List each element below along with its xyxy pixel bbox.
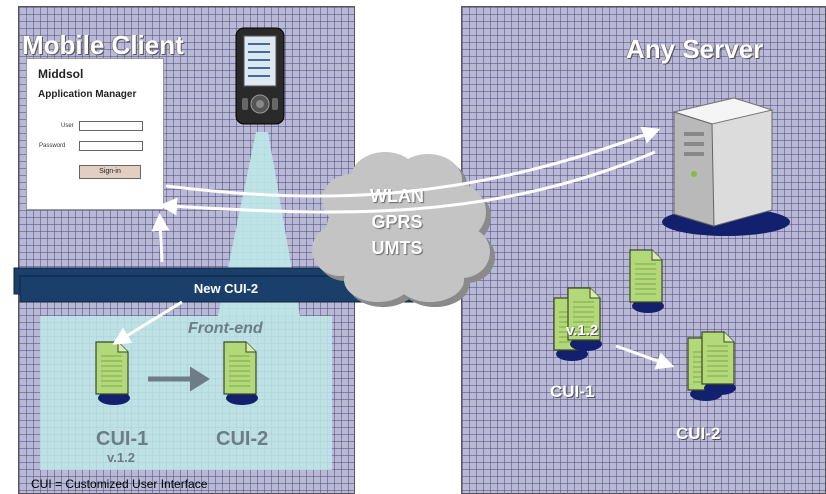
frontend-cui2-label: CUI-2 [216, 428, 269, 450]
signin-button[interactable]: Sign-in [79, 165, 141, 179]
server-cui2-label: CUI-2 [676, 424, 721, 443]
server-icon [662, 97, 790, 236]
server-cui1-version: v.1.2 [566, 322, 599, 339]
frontend-cui1-document-icon [95, 341, 131, 406]
user-field[interactable] [79, 121, 143, 131]
footnote: CUI = Customized User Interface [31, 477, 208, 491]
network-label-wlan: WLAN [370, 186, 424, 206]
frontend-cui2-document-icon [223, 341, 259, 406]
password-label: Password [39, 143, 66, 149]
frontend-cui1-label: CUI-1 [96, 428, 149, 450]
company-name: Middsol [38, 67, 84, 81]
network-label-gprs: GPRS [371, 212, 423, 232]
user-label: User [61, 123, 74, 129]
login-form: Middsol Application Manager User Passwor… [26, 58, 164, 210]
server-title: Any Server [626, 34, 764, 64]
frontend-region [40, 316, 332, 470]
phone-icon [235, 27, 285, 125]
frontend-label: Front-end [188, 320, 263, 337]
app-title: Application Manager [38, 89, 137, 100]
password-field[interactable] [79, 141, 143, 151]
mobile-client-title: Mobile Client [22, 30, 184, 60]
frontend-cui1-version: v.1.2 [107, 450, 135, 465]
network-label-umts: UMTS [371, 238, 423, 258]
server-cui1-document-front-icon [567, 287, 603, 352]
server-cui1-label: CUI-1 [550, 382, 595, 401]
new-cui-bar-label: New CUI-2 [193, 281, 259, 296]
server-cui2-document-front-icon [701, 331, 737, 396]
server-standalone-document-icon [629, 249, 665, 314]
